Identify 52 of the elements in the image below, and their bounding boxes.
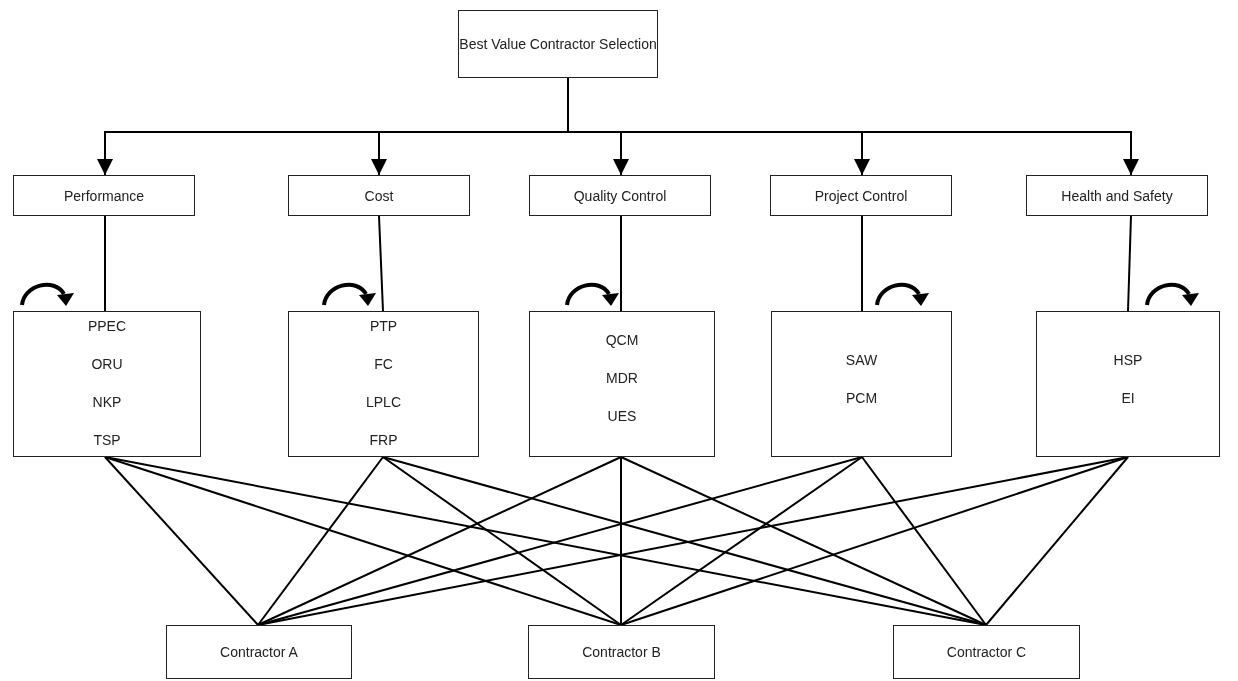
connector-line bbox=[1127, 215, 1132, 312]
node-label: Health and Safety bbox=[1061, 187, 1173, 204]
contractor-box bbox=[893, 625, 1080, 679]
contractor-box bbox=[166, 625, 352, 679]
connector-line bbox=[620, 456, 622, 626]
node-label: Best Value Contractor Selection bbox=[459, 36, 657, 52]
node-label: MDR bbox=[606, 369, 638, 388]
connector-line bbox=[257, 456, 622, 626]
node-label: Contractor A bbox=[220, 644, 298, 660]
category-box bbox=[1026, 175, 1208, 216]
node-label: HSP bbox=[1113, 351, 1143, 370]
category-box bbox=[529, 175, 711, 216]
node-label: NKP bbox=[92, 393, 122, 412]
connector-line bbox=[620, 456, 863, 626]
criteria-box bbox=[13, 311, 201, 457]
node-label: LPLC bbox=[366, 393, 401, 412]
connector-line bbox=[861, 215, 863, 312]
connector-line bbox=[861, 456, 987, 626]
title-box bbox=[458, 10, 658, 78]
criteria-box bbox=[288, 311, 479, 457]
node-label: PCM bbox=[845, 389, 878, 408]
contractor-box bbox=[528, 625, 715, 679]
node-label: Contractor C bbox=[946, 644, 1027, 660]
node-label: QCM bbox=[605, 331, 639, 350]
node-label: Contractor B bbox=[582, 644, 661, 660]
node-label: SAW bbox=[845, 351, 878, 370]
node-label: FRP bbox=[369, 431, 398, 450]
connector-line bbox=[104, 456, 259, 626]
node-label: PTP bbox=[369, 317, 398, 336]
category-box bbox=[13, 175, 195, 216]
connector-line bbox=[985, 456, 1129, 626]
connector-line bbox=[382, 456, 622, 626]
node-label: Performance bbox=[63, 187, 145, 204]
connector-line bbox=[620, 456, 987, 626]
criteria-box bbox=[529, 311, 715, 457]
criteria-box bbox=[771, 311, 952, 457]
category-box bbox=[770, 175, 952, 216]
node-label: Cost bbox=[364, 187, 394, 204]
connector-line bbox=[104, 215, 106, 312]
node-label: Project Control bbox=[814, 187, 908, 204]
node-label: EI bbox=[1121, 389, 1135, 408]
node-label: FC bbox=[374, 355, 393, 374]
connector-line bbox=[257, 456, 384, 626]
node-label: TSP bbox=[93, 431, 121, 450]
node-label: ORU bbox=[91, 355, 123, 374]
criteria-box bbox=[1036, 311, 1220, 457]
connector-line bbox=[620, 215, 622, 312]
node-label: PPEC bbox=[87, 317, 127, 336]
category-box bbox=[288, 175, 470, 216]
node-label: Quality Control bbox=[573, 187, 667, 204]
connector-line bbox=[378, 215, 384, 312]
node-label: UES bbox=[607, 407, 637, 426]
